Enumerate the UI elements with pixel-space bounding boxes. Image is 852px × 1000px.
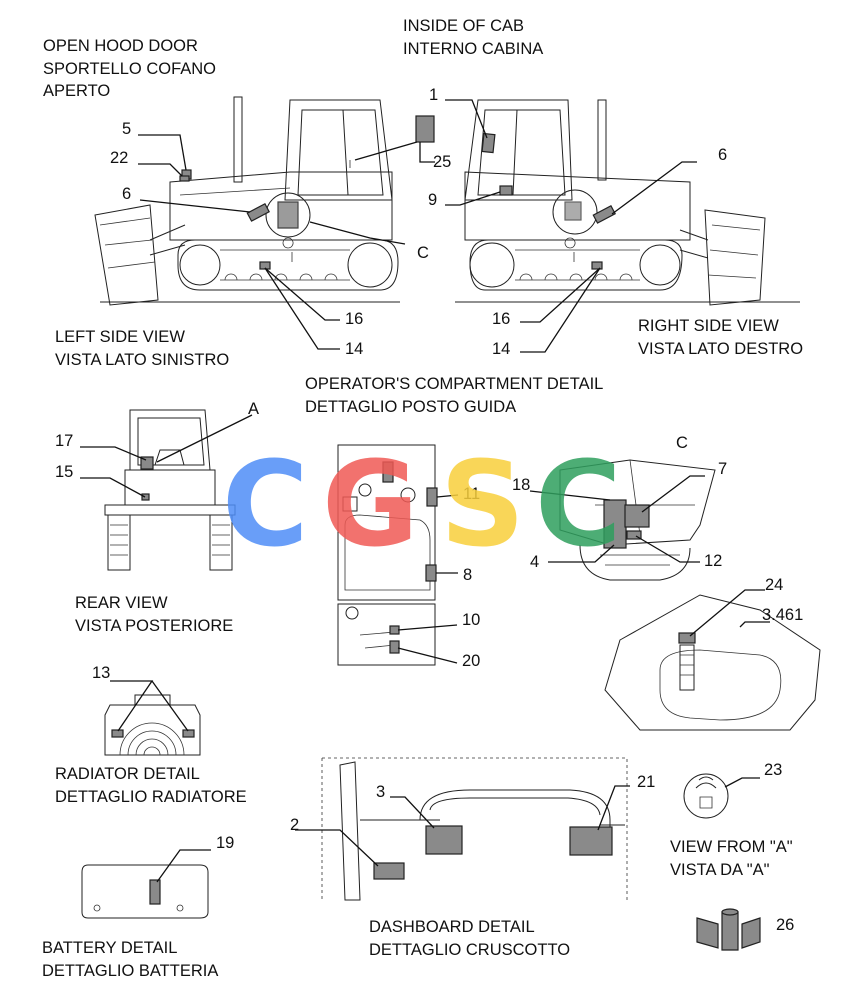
callout-17: 17 bbox=[55, 432, 73, 450]
leader-lines bbox=[80, 99, 770, 883]
left-view-title-1: LEFT SIDE VIEW bbox=[55, 328, 185, 346]
section-3461-drawing bbox=[604, 594, 821, 731]
operator-title-1: OPERATOR'S COMPARTMENT DETAIL bbox=[305, 375, 603, 393]
callout-25: 25 bbox=[433, 153, 451, 171]
decal-kit-26-drawing bbox=[696, 908, 761, 951]
callout-4: 4 bbox=[530, 553, 539, 571]
callout-c-left: C bbox=[417, 244, 429, 262]
watermark-letter-4: C bbox=[535, 435, 622, 573]
callout-10: 10 bbox=[462, 611, 480, 629]
callout-14-right: 14 bbox=[492, 340, 510, 358]
radiator-title-1: RADIATOR DETAIL bbox=[55, 765, 200, 783]
watermark-letter-3: S bbox=[440, 435, 525, 573]
callout-12: 12 bbox=[704, 552, 722, 570]
callout-11: 11 bbox=[463, 485, 480, 503]
callout-3: 3 bbox=[376, 783, 385, 801]
right-view-title-1: RIGHT SIDE VIEW bbox=[638, 317, 779, 335]
cab-title-1: INSIDE OF CAB bbox=[403, 17, 524, 35]
callout-16-right: 16 bbox=[492, 310, 510, 328]
left-view-title-2: VISTA LATO SINISTRO bbox=[55, 351, 229, 369]
hood-title-2: SPORTELLO COFANO bbox=[43, 60, 216, 78]
callout-7: 7 bbox=[718, 460, 727, 478]
callout-a: A bbox=[248, 400, 259, 418]
callout-20: 20 bbox=[462, 652, 480, 670]
callout-22: 22 bbox=[110, 149, 128, 167]
watermark: C G S C bbox=[222, 435, 622, 573]
rear-view-title-1: REAR VIEW bbox=[75, 594, 168, 612]
callout-8: 8 bbox=[463, 566, 472, 584]
rear-view-title-2: VISTA POSTERIORE bbox=[75, 617, 233, 635]
left-side-view-drawing bbox=[94, 96, 400, 306]
dashboard-detail-drawing bbox=[321, 757, 628, 901]
battery-title-1: BATTERY DETAIL bbox=[42, 939, 177, 957]
callout-19: 19 bbox=[216, 834, 234, 852]
callout-23: 23 bbox=[764, 761, 782, 779]
right-side-view-drawing bbox=[455, 99, 800, 306]
callout-9: 9 bbox=[428, 191, 437, 209]
view-a-title-2: VISTA DA "A" bbox=[670, 861, 770, 879]
operator-compartment-drawing bbox=[337, 444, 438, 666]
callout-6-left: 6 bbox=[122, 185, 131, 203]
callout-18: 18 bbox=[512, 476, 530, 494]
battery-detail-drawing bbox=[81, 864, 209, 919]
callout-5: 5 bbox=[122, 120, 131, 138]
battery-title-2: DETTAGLIO BATTERIA bbox=[42, 962, 218, 980]
callout-26: 26 bbox=[776, 916, 794, 934]
rear-view-drawing bbox=[104, 409, 236, 571]
watermark-letter-1: C bbox=[222, 435, 309, 573]
dashboard-title-2: DETTAGLIO CRUSCOTTO bbox=[369, 941, 570, 959]
dashboard-title-1: DASHBOARD DETAIL bbox=[369, 918, 535, 936]
hood-title-3: APERTO bbox=[43, 82, 110, 100]
callout-13: 13 bbox=[92, 664, 110, 682]
right-view-title-2: VISTA LATO DESTRO bbox=[638, 340, 803, 358]
callout-2: 2 bbox=[290, 816, 299, 834]
radiator-title-2: DETTAGLIO RADIATORE bbox=[55, 788, 247, 806]
callout-15: 15 bbox=[55, 463, 73, 481]
decal-25 bbox=[415, 115, 435, 143]
callout-ref-3461: 3.461 bbox=[762, 606, 803, 624]
radiator-detail-drawing bbox=[104, 694, 201, 756]
cab-title-2: INTERNO CABINA bbox=[403, 40, 543, 58]
operator-title-2: DETTAGLIO POSTO GUIDA bbox=[305, 398, 516, 416]
callout-1: 1 bbox=[429, 86, 438, 104]
callout-16-left: 16 bbox=[345, 310, 363, 328]
callout-c-detail: C bbox=[676, 434, 688, 452]
watermark-letter-2: G bbox=[322, 435, 419, 573]
callout-24: 24 bbox=[765, 576, 783, 594]
callout-14-left: 14 bbox=[345, 340, 363, 358]
view-a-title-1: VIEW FROM "A" bbox=[670, 838, 793, 856]
view-from-a-drawing bbox=[683, 773, 729, 819]
callout-21: 21 bbox=[637, 773, 655, 791]
hood-title-1: OPEN HOOD DOOR bbox=[43, 37, 198, 55]
callout-6-right: 6 bbox=[718, 146, 727, 164]
